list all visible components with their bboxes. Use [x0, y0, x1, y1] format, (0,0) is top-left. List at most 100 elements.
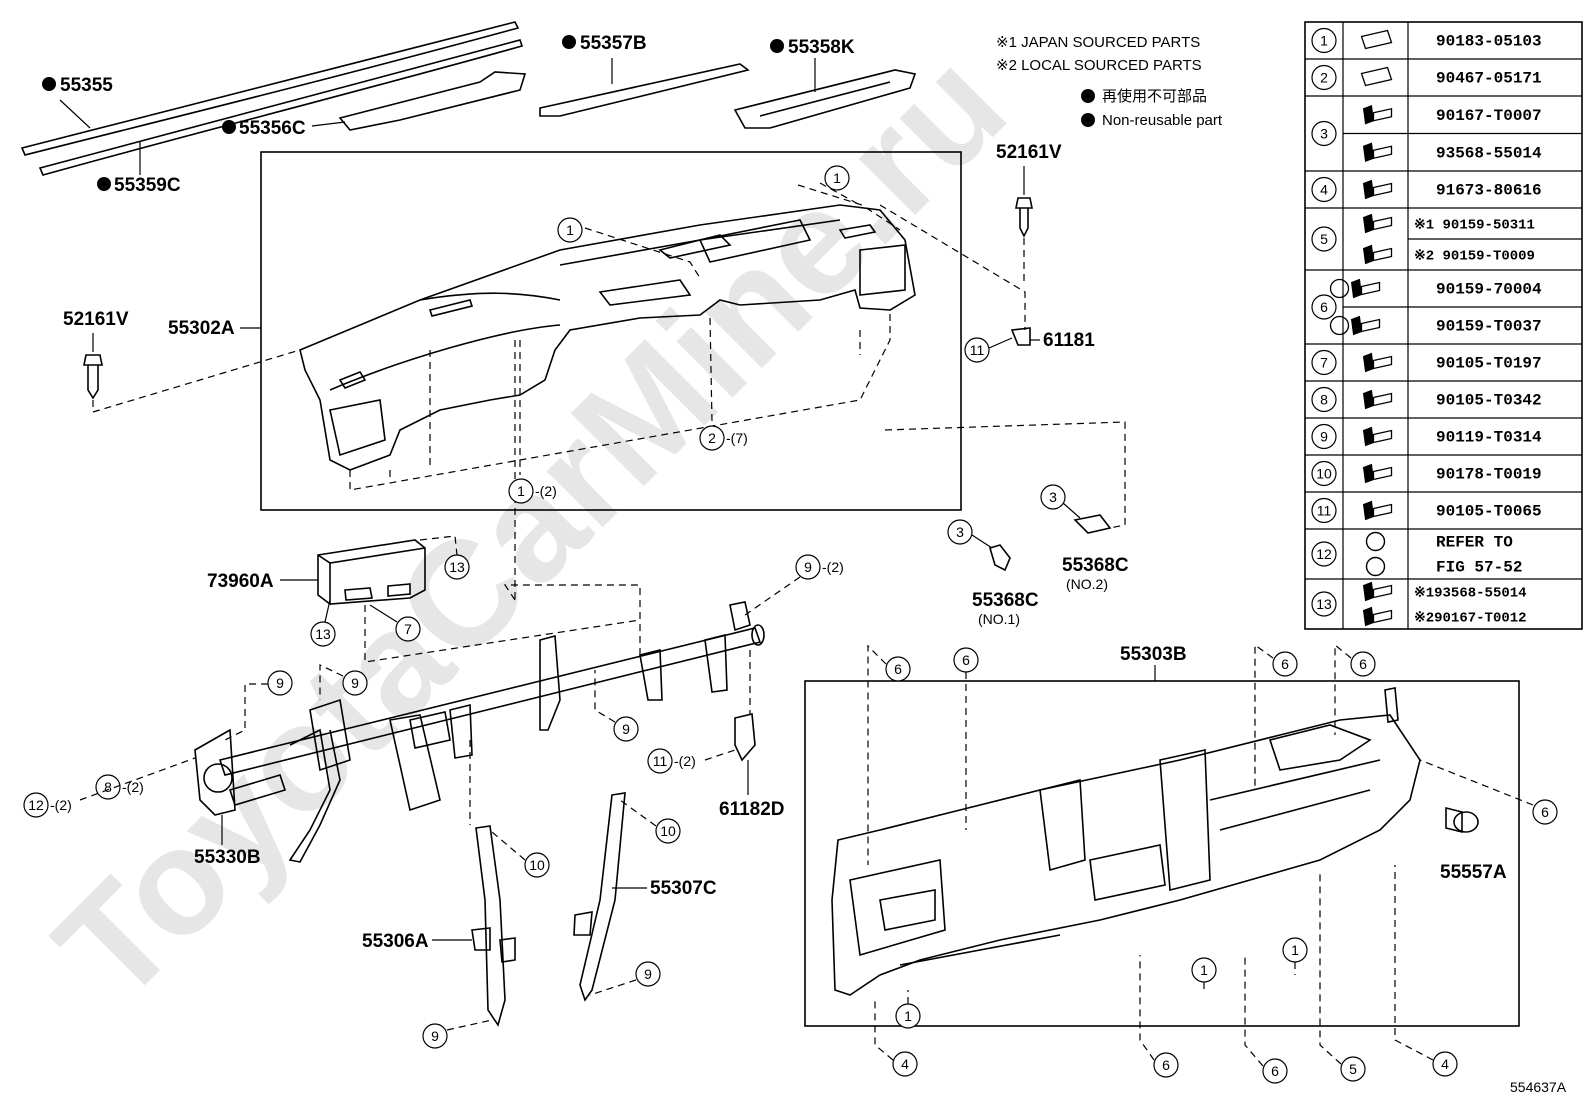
callout-9[interactable]: 9	[635, 961, 661, 987]
fastener-icon	[1365, 531, 1386, 552]
part-label-52161v[interactable]: 52161V	[63, 309, 129, 330]
svg-text:9: 9	[622, 721, 630, 737]
part-label-55358k[interactable]: 55358K	[788, 37, 855, 58]
callout-3[interactable]: 3	[1040, 484, 1066, 510]
callout-1[interactable]: 1	[824, 165, 850, 191]
svg-text:6: 6	[1541, 804, 1549, 820]
part-label-55307c[interactable]: 55307C	[650, 878, 717, 899]
part-number: ※2 90159-T0009	[1414, 249, 1535, 265]
callout-qty: -(2)	[535, 483, 557, 499]
part-label-52161v[interactable]: 52161V	[996, 142, 1062, 163]
callout-9[interactable]: 9	[267, 670, 293, 696]
callout-12[interactable]: 12	[23, 792, 49, 818]
table-row[interactable]: 1 90183-05103	[1311, 27, 1542, 54]
row-number	[1311, 460, 1337, 487]
callout-13[interactable]: 13	[310, 621, 336, 647]
fastener-icon	[1362, 352, 1393, 373]
callout-11[interactable]: 11	[964, 337, 990, 363]
callout-1[interactable]: 1	[895, 1003, 921, 1029]
row-number-text: 10	[1316, 466, 1332, 482]
part-label-55303b[interactable]: 55303B	[1120, 644, 1187, 665]
callout-10[interactable]: 10	[524, 852, 550, 878]
part-label-55355[interactable]: 55355	[60, 75, 113, 96]
fastener-icon	[1362, 606, 1393, 627]
callout-1[interactable]: 1	[1282, 937, 1308, 963]
callout-9[interactable]: 9	[795, 554, 821, 580]
callout-4[interactable]: 4	[892, 1051, 918, 1077]
non-reusable-bullet	[97, 177, 111, 191]
svg-text:11: 11	[970, 342, 985, 358]
svg-text:3: 3	[1049, 489, 1057, 505]
callout-4[interactable]: 4	[1432, 1051, 1458, 1077]
part-label-55330b[interactable]: 55330B	[194, 847, 261, 868]
row-number-text: 1	[1320, 33, 1328, 49]
row-number	[1311, 423, 1337, 450]
callout-9[interactable]: 9	[342, 670, 368, 696]
svg-text:9: 9	[351, 675, 359, 691]
svg-text:13: 13	[315, 626, 331, 642]
callout-6[interactable]: 6	[885, 656, 911, 682]
part-label-55359c[interactable]: 55359C	[114, 175, 181, 196]
callout-6[interactable]: 6	[1350, 651, 1376, 677]
callout-7[interactable]: 7	[395, 616, 421, 642]
part-number: 90167-T0007	[1436, 107, 1542, 125]
callout-11[interactable]: 11	[647, 748, 673, 774]
svg-text:6: 6	[894, 661, 902, 677]
callout-6[interactable]: 6	[1272, 651, 1298, 677]
part-label-55306a[interactable]: 55306A	[362, 931, 429, 952]
callout-1[interactable]: 1	[1191, 957, 1217, 983]
row-number	[1311, 27, 1337, 54]
row-number	[1311, 497, 1337, 524]
part-label-55368c-no1[interactable]: 55368C	[972, 590, 1039, 611]
fastener-icon	[1362, 389, 1393, 410]
part-label-55357b[interactable]: 55357B	[580, 33, 647, 54]
callout-8[interactable]: 8	[95, 774, 121, 800]
part-label-55356c[interactable]: 55356C	[239, 118, 306, 139]
callout-6[interactable]: 6	[953, 647, 979, 673]
part-label-61182d[interactable]: 61182D	[719, 799, 785, 820]
table-row[interactable]: 5※1 90159-50311※2 90159-T0009	[1305, 207, 1582, 265]
row-number	[1311, 294, 1337, 320]
svg-text:8: 8	[104, 779, 112, 795]
row-number-text: 9	[1320, 429, 1328, 445]
callout-1[interactable]: 1	[508, 478, 534, 504]
table-row[interactable]: 13※193568-55014※290167-T0012	[1305, 578, 1582, 627]
callout-6[interactable]: 6	[1262, 1058, 1288, 1084]
callout-13[interactable]: 13	[444, 554, 470, 580]
note-local-sourced: ※2 LOCAL SOURCED PARTS	[996, 57, 1202, 74]
part-label-61181[interactable]: 61181	[1043, 330, 1095, 351]
part-label-55302a[interactable]: 55302A	[168, 318, 235, 339]
callout-9[interactable]: 9	[422, 1023, 448, 1049]
callout-6[interactable]: 6	[1532, 799, 1558, 825]
callout-5[interactable]: 5	[1340, 1056, 1366, 1082]
callout-9[interactable]: 9	[613, 716, 639, 742]
fastener-icon	[1362, 105, 1393, 125]
part-number: ※290167-T0012	[1414, 611, 1527, 627]
svg-text:9: 9	[276, 675, 284, 691]
part-label-73960a[interactable]: 73960A	[207, 571, 274, 592]
fastener-icon	[1360, 29, 1393, 50]
callout-3[interactable]: 3	[947, 519, 973, 545]
callout-2[interactable]: 2	[699, 425, 725, 451]
part-label-55368c-no2[interactable]: 55368C	[1062, 555, 1129, 576]
svg-text:7: 7	[404, 621, 412, 637]
callout-10[interactable]: 10	[655, 818, 681, 844]
table-row[interactable]: 9 90119-T0314	[1305, 417, 1582, 450]
part-label-55557a[interactable]: 55557A	[1440, 862, 1507, 883]
callout-6[interactable]: 6	[1153, 1052, 1179, 1078]
part-number: 90183-05103	[1436, 33, 1542, 51]
part-number: 90119-T0314	[1436, 429, 1542, 447]
non-reusable-bullet	[222, 120, 236, 134]
row-number	[1311, 226, 1337, 252]
callout-1[interactable]: 1	[557, 217, 583, 243]
